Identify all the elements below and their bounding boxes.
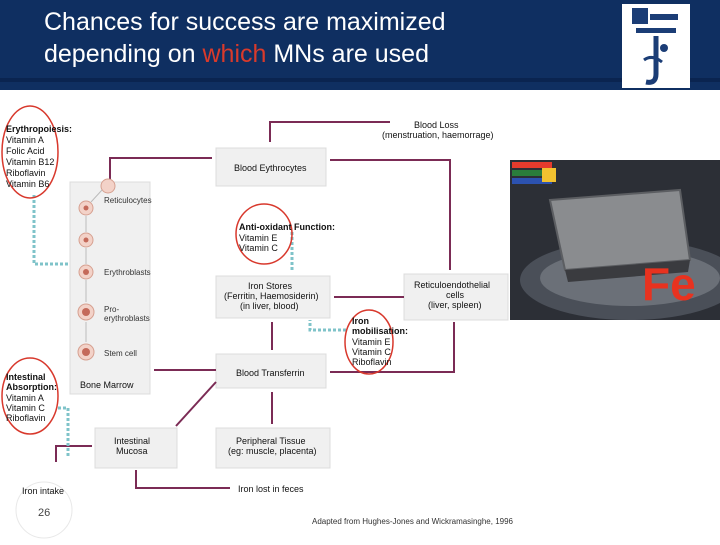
diagram-area: Erythropoiesis: Vitamin A Folic Acid Vit… (0, 90, 720, 540)
arrow-mucosa-to-feces (135, 470, 230, 489)
title-line-2: depending on which MNs are used (44, 38, 604, 70)
circle-mobilisation (344, 309, 394, 375)
iron-stores-line-2: (Ferritin, Haemosiderin) (224, 291, 319, 301)
fe-label: Fe (642, 258, 696, 310)
institution-logo (622, 4, 690, 88)
iron-stores-line-1: Iron Stores (248, 281, 293, 291)
arrow-intake-to-mucosa (55, 445, 92, 462)
erythropoiesis-heading: Erythropoiesis: (6, 124, 72, 134)
ery-item-4: Vitamin B6 (6, 179, 49, 189)
title-highlight-word: which (202, 40, 267, 68)
mucosa-line-1: Intestinal (114, 436, 150, 446)
ery-item-3: Riboflavin (6, 168, 46, 178)
intestinal-item-2: Riboflavin (6, 413, 46, 423)
title-line-2-pre: depending on (44, 40, 203, 68)
mobilisation-item-2: Riboflavin (352, 357, 392, 367)
peripheral-tissue-box (215, 427, 331, 469)
ery-item-2: Vitamin B12 (6, 157, 54, 167)
slide-title: Chances for success are maximized depend… (44, 6, 604, 70)
blood-loss-line-1: Blood Loss (414, 120, 459, 130)
arrow-to-blood-loss (269, 121, 390, 142)
mobilisation-item-1: Vitamin C (352, 347, 391, 357)
title-line-2-post: MNs are used (266, 40, 429, 68)
blood-transferrin-box (215, 353, 327, 389)
mobilisation-heading-1: Iron (352, 316, 369, 326)
reticulo-line-3: (liver, spleen) (428, 300, 482, 310)
iron-lost-label: Iron lost in feces (238, 484, 304, 494)
mobilisation-item-0: Vitamin E (352, 337, 390, 347)
iron-metabolism-diagram: Erythropoiesis: Vitamin A Folic Acid Vit… (0, 90, 514, 540)
arrow-reticulo-to-transferrin (330, 322, 455, 373)
page-number-ring (15, 481, 73, 539)
stage-pro: Pro- (104, 305, 119, 314)
intestinal-heading-2: Absorption: (6, 382, 57, 392)
blood-transferrin-label: Blood Transferrin (236, 368, 305, 378)
stage-erythroblasts: Erythroblasts (104, 268, 151, 277)
iron-intake-label: Iron intake (22, 486, 64, 496)
mucosa-line-2: Mucosa (116, 446, 148, 456)
intestinal-mucosa-box (94, 427, 178, 469)
circle-antioxidant (235, 203, 293, 265)
stage-proerythroblasts: erythroblasts (104, 314, 150, 323)
intestinal-heading-1: Intestinal (6, 372, 46, 382)
iron-photo-image: Fe (510, 160, 720, 320)
circle-erythropoiesis (1, 105, 59, 199)
source-citation: Adapted from Hughes-Jones and Wickramasi… (312, 517, 514, 526)
arrow-mucosa-to-transferrin (175, 381, 217, 427)
dotted-erythropoiesis (32, 195, 68, 266)
bone-marrow-label: Bone Marrow (80, 380, 134, 390)
header-rule (0, 78, 720, 82)
peripheral-line-2: (eg: muscle, placenta) (228, 446, 317, 456)
stage-stem-cell: Stem cell (104, 349, 137, 358)
logo-icon (632, 8, 678, 85)
iron-stores-line-3: (in liver, blood) (240, 301, 299, 311)
iron-sample-photo: Fe (510, 160, 720, 320)
blood-loss-line-2: (menstruation, haemorrage) (382, 130, 494, 140)
intestinal-item-0: Vitamin A (6, 393, 44, 403)
title-line-1: Chances for success are maximized (44, 8, 446, 36)
stage-reticulocytes: Reticulocytes (104, 196, 152, 205)
slide-header: Chances for success are maximized depend… (0, 0, 720, 90)
reticulo-line-2: cells (446, 290, 465, 300)
arrow-marrow-to-blood (109, 157, 212, 182)
iron-stores-box (215, 275, 331, 319)
dotted-mobilisation (308, 320, 346, 332)
mobilisation-heading-2: mobilisation: (352, 326, 408, 336)
peripheral-line-1: Peripheral Tissue (236, 436, 306, 446)
blood-erythrocytes-box (215, 147, 327, 187)
reticulo-line-1: Reticuloendothelial (414, 280, 490, 290)
circle-intestinal (1, 357, 59, 435)
reticuloendothelial-box (403, 273, 509, 321)
intestinal-item-1: Vitamin C (6, 403, 45, 413)
dotted-intestinal (58, 406, 70, 456)
blood-erythrocytes-label: Blood Eythrocytes (234, 163, 307, 173)
ery-item-0: Vitamin A (6, 135, 44, 145)
antioxidant-heading: Anti-oxidant Function: (239, 222, 335, 232)
antioxidant-item-1: Vitamin C (239, 243, 278, 253)
arrow-to-reticulo (330, 159, 451, 270)
antioxidant-item-0: Vitamin E (239, 233, 277, 243)
page-number: 26 (38, 507, 50, 519)
ery-item-1: Folic Acid (6, 146, 45, 156)
